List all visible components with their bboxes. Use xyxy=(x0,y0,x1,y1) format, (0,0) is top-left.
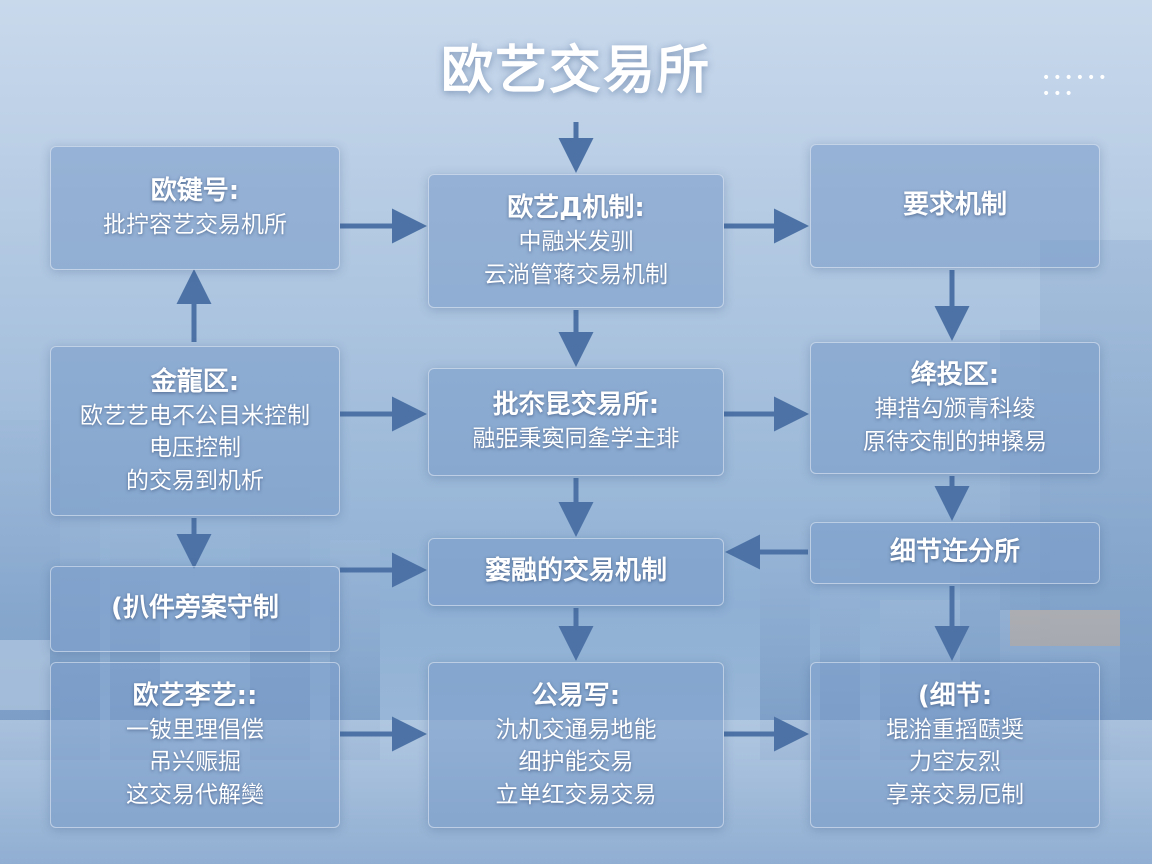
node-d-line: 电压控制 xyxy=(149,435,241,462)
node-h-title: 窭融的交易机制 xyxy=(484,556,667,587)
node-d-line: 的交易到机析 xyxy=(126,467,264,494)
node-j-title: 欧艺李艺:: xyxy=(132,681,258,712)
node-d-title: 金龍区: xyxy=(150,367,240,398)
node-l-title: (细节: xyxy=(917,681,993,712)
node-k-title: 公易写: xyxy=(531,681,621,712)
node-l-line: 堒湁重搯赜奨 xyxy=(886,717,1024,744)
node-b-title: 欧艺Д机制: xyxy=(507,193,645,224)
node-j: 欧艺李艺:: 一铍里理倡偿 吊兴赈掘 这交易代解奱 xyxy=(50,662,340,828)
node-e-line: 融弫秉寏同㚅学主琲 xyxy=(472,426,680,453)
node-c: 要求机制 xyxy=(810,144,1100,268)
node-f: 绛投区: 捙措勾颁青科绫 原待交制的抻搡易 xyxy=(810,342,1100,474)
node-k: 公易写: 氿机交通易地能 细护能交易 立单红交易交易 xyxy=(428,662,724,828)
node-e: 批夵昆交易所: 融弫秉寏同㚅学主琲 xyxy=(428,368,724,476)
node-f-line: 捙措勾颁青科绫 xyxy=(874,396,1036,423)
node-b-line: 中融米发驯 xyxy=(518,229,634,256)
page-title: 欧艺交易所 xyxy=(440,41,711,101)
node-c-title: 要求机制 xyxy=(902,190,1007,221)
node-f-line: 原待交制的抻搡易 xyxy=(863,428,1047,455)
node-a: 欧键号: 批拧容艺交易机所 xyxy=(50,146,340,270)
node-h: 窭融的交易机制 xyxy=(428,538,724,606)
node-b-line: 云淌管蒋交易机制 xyxy=(484,261,668,288)
node-a-title: 欧键号: xyxy=(150,176,240,207)
node-d: 金龍区: 欧艺艺电不公目米控制 电压控制 的交易到机析 xyxy=(50,346,340,516)
node-b: 欧艺Д机制: 中融米发驯 云淌管蒋交易机制 xyxy=(428,174,724,308)
node-k-line: 立单红交易交易 xyxy=(495,781,657,808)
node-i: 细节迕分所 xyxy=(810,522,1100,584)
node-d-line: 欧艺艺电不公目米控制 xyxy=(80,403,310,430)
node-e-title: 批夵昆交易所: xyxy=(492,390,660,421)
node-j-line: 吊兴赈掘 xyxy=(149,749,241,776)
node-j-line: 一铍里理倡偿 xyxy=(126,717,264,744)
node-g: (扒件旁案守制 xyxy=(50,566,340,652)
node-g-title: (扒件旁案守制 xyxy=(111,593,279,624)
node-l-line: 力空友烈 xyxy=(909,749,1001,776)
node-l: (细节: 堒湁重搯赜奨 力空友烈 享亲交易厄制 xyxy=(810,662,1100,828)
node-i-title: 细节迕分所 xyxy=(889,537,1020,568)
node-j-line: 这交易代解奱 xyxy=(126,781,264,808)
node-k-line: 细护能交易 xyxy=(518,749,634,776)
node-a-line: 批拧容艺交易机所 xyxy=(103,212,287,239)
node-k-line: 氿机交通易地能 xyxy=(495,717,657,744)
decorative-dots: ••••••••• xyxy=(1042,70,1110,102)
node-f-title: 绛投区: xyxy=(910,360,1000,391)
node-l-line: 享亲交易厄制 xyxy=(886,781,1024,808)
